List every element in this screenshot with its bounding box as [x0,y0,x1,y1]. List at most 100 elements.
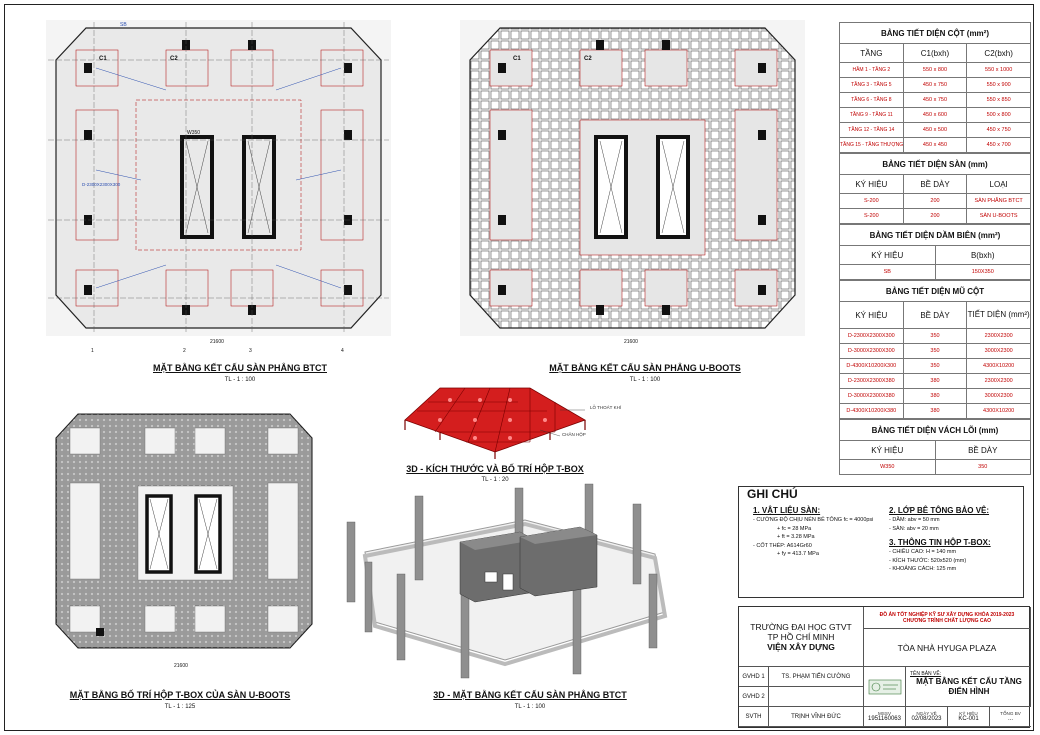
school-line-2: TP HỒ CHÍ MINH [767,631,835,642]
school-line-1: TRƯỜNG ĐẠI HỌC GTVT [750,621,852,632]
sheet-label: KÝ HIỆU [959,711,978,716]
view-3d-btct-scale: TL - 1 : 100 [514,704,546,710]
table-edge-beam: BẢNG TIẾT DIỆN DẦM BIÊN (mm²) KÝ HIỆU B(… [839,224,1031,280]
plan-btct-caption: MẶT BẰNG KẾT CẤU SÀN PHẲNG BTCT [153,363,327,373]
title-block-logo [864,667,906,707]
plan-tbox-layout-scale: TL - 1 : 125 [164,704,196,710]
plan-tbox-layout [50,408,318,654]
svth-name: TRỊNH VĨNH ĐỨC [769,707,864,727]
table-columns-header: C1(bxh) [902,43,968,63]
thesis-line-2: CHƯƠNG TRÌNH CHẤT LƯỢNG CAO [903,617,991,624]
plan-btct-grid-4: 4 [341,348,344,354]
notes-line: - CỐT THÉP: A614Gr60 [753,542,812,549]
plan-btct-scale: TL - 1 : 100 [224,377,256,383]
plan-btct-grid-3: 3 [249,348,252,354]
drawing-name: MẶT BẰNG KẾT CẤU TẦNG ĐIỂN HÌNH [916,677,1022,696]
table-slabs-header: BỀ DÀY [902,174,968,194]
notes-material: 1. VẬT LIỆU SÀN: - CƯỜNG ĐỘ CHỊU NÉN BÊ … [753,505,883,559]
tbox-3d-svg [404,387,586,459]
view-3d-btct [335,482,675,682]
view-3d-btct-caption: 3D - MẶT BẰNG KẾT CẤU SÀN PHẲNG BTCT [433,690,627,700]
notes-cover-tbox: 2. LỚP BÊ TÔNG BẢO VỆ: - DẦM: abv = 50 m… [889,505,1021,574]
view-3d-tbox-caption: 3D - KÍCH THƯỚC VÀ BỐ TRÍ HỘP T-BOX [406,464,584,474]
mssv-value: 1951160063 [868,716,901,722]
title-block-thesis: ĐỒ ÁN TỐT NGHIỆP KỸ SƯ XÂY DỰNG KHÓA 201… [864,607,1031,629]
svth-label: SVTH [739,707,769,727]
plan-btct-dim-total: 21600 [210,339,224,345]
notes-line: - KÍCH THƯỚC: 520x520 (mm) [889,557,967,564]
sheet-value: KC-001 [958,716,979,722]
table-drop-panels-header: TIẾT DIỆN (mm²) [966,301,1031,329]
table-core-walls-header: BỀ DÀY [934,440,1031,460]
table-columns-title: BẢNG TIẾT DIỆN CỘT (mm²) [839,22,1031,44]
plan-btct-label-sb: SB [120,22,127,28]
plan-btct-svg [48,22,389,334]
table-columns: BẢNG TIẾT DIỆN CỘT (mm²) TẦNG C1(bxh) C2… [839,22,1031,153]
drawing-sheet [4,4,1034,731]
section-tables: BẢNG TIẾT DIỆN CỘT (mm²) TẦNG C1(bxh) C2… [839,22,1031,475]
title-block-school: TRƯỜNG ĐẠI HỌC GTVT TP HỒ CHÍ MINH VIỆN … [739,607,864,667]
plan-uboots [460,20,805,336]
thesis-line-1: ĐỒ ÁN TỐT NGHIỆP KỸ SƯ XÂY DỰNG KHÓA 201… [879,611,1015,618]
total-cell: TỔNG BV ... [990,707,1031,727]
table-core-walls: BẢNG TIẾT DIỆN VÁCH LÕI (mm) KÝ HIỆU BỀ … [839,419,1031,475]
table-core-walls-title: BẢNG TIẾT DIỆN VÁCH LÕI (mm) [839,419,1031,441]
table-columns-header: C2(bxh) [966,43,1031,63]
table-slabs: BẢNG TIẾT DIỆN SÀN (mm) KÝ HIỆU BỀ DÀY L… [839,153,1031,224]
notes-material-heading: 1. VẬT LIỆU SÀN: [753,506,821,515]
date-cell: NGÀY VẼ 02/08/2023 [906,707,948,727]
plan-btct-label-drop: D-2300X2300X300 [82,182,121,187]
plan-btct-label-w350: W350 [187,130,201,136]
plan-tbox-layout-svg [55,413,313,649]
total-label: TỔNG BV [1000,711,1021,716]
notes-tbox-heading: 3. THÔNG TIN HỘP T-BOX: [889,538,991,548]
total-value: ... [1007,716,1013,722]
notes-line: + fc = 28 MPa [777,525,812,532]
table-drop-panels: BẢNG TIẾT DIỆN MŨ CỘT KÝ HIỆU BỀ DÀY TIẾ… [839,280,1031,419]
table-slabs-title: BẢNG TIẾT DIỆN SÀN (mm) [839,153,1031,175]
plan-btct-label-c1: C1 [99,56,107,62]
plan-uboots-dim-total: 21600 [624,339,638,345]
table-core-walls-header: KÝ HIỆU [839,440,936,460]
table-drop-panels-header: KÝ HIỆU [839,301,904,329]
plan-uboots-label-c1: C1 [513,56,521,62]
sheet-cell: KÝ HIỆU KC-001 [948,707,990,727]
title-block: TRƯỜNG ĐẠI HỌC GTVT TP HỒ CHÍ MINH VIỆN … [738,606,1031,728]
institute: VIỆN XÂY DỰNG [767,641,835,652]
table-columns-header: TẦNG [839,43,904,63]
mssv-label: MSSV [877,711,892,716]
title-block-project: TÒA NHÀ HYUGA PLAZA [864,629,1031,667]
notes-line: - KHOẢNG CÁCH: 125 mm [889,566,957,573]
table-slabs-header: KÝ HIỆU [839,174,904,194]
plan-btct-label-c2: C2 [170,56,178,62]
plan-uboots-label-c2: C2 [584,56,592,62]
university-logo-icon [868,679,901,694]
title-block-drawing: TÊN BẢN VẼ: MẶT BẰNG KẾT CẤU TẦNG ĐIỂN H… [906,667,1031,707]
drawing-label: TÊN BẢN VẼ: [910,671,942,677]
gvhd2-name [769,687,864,707]
notes-line: - SÀN: abv = 20 mm [889,525,939,532]
gvhd2-label: GVHD 2 [739,687,769,707]
notes-cover-heading: 2. LỚP BÊ TÔNG BẢO VỆ: [889,506,990,515]
plan-btct-grid-2: 2 [183,348,186,354]
date-label: NGÀY VẼ [916,711,937,716]
table-edge-beam-header: KÝ HIỆU [839,245,936,265]
plan-tbox-layout-caption: MẶT BẰNG BỐ TRÍ HỘP T-BOX CỦA SÀN U-BOOT… [69,690,291,700]
plan-uboots-caption: MẶT BẰNG KẾT CẤU SÀN PHẲNG U-BOOTS [549,363,741,373]
plan-btct [46,20,391,336]
table-drop-panels-title: BẢNG TIẾT DIỆN MŨ CỘT [839,280,1031,302]
